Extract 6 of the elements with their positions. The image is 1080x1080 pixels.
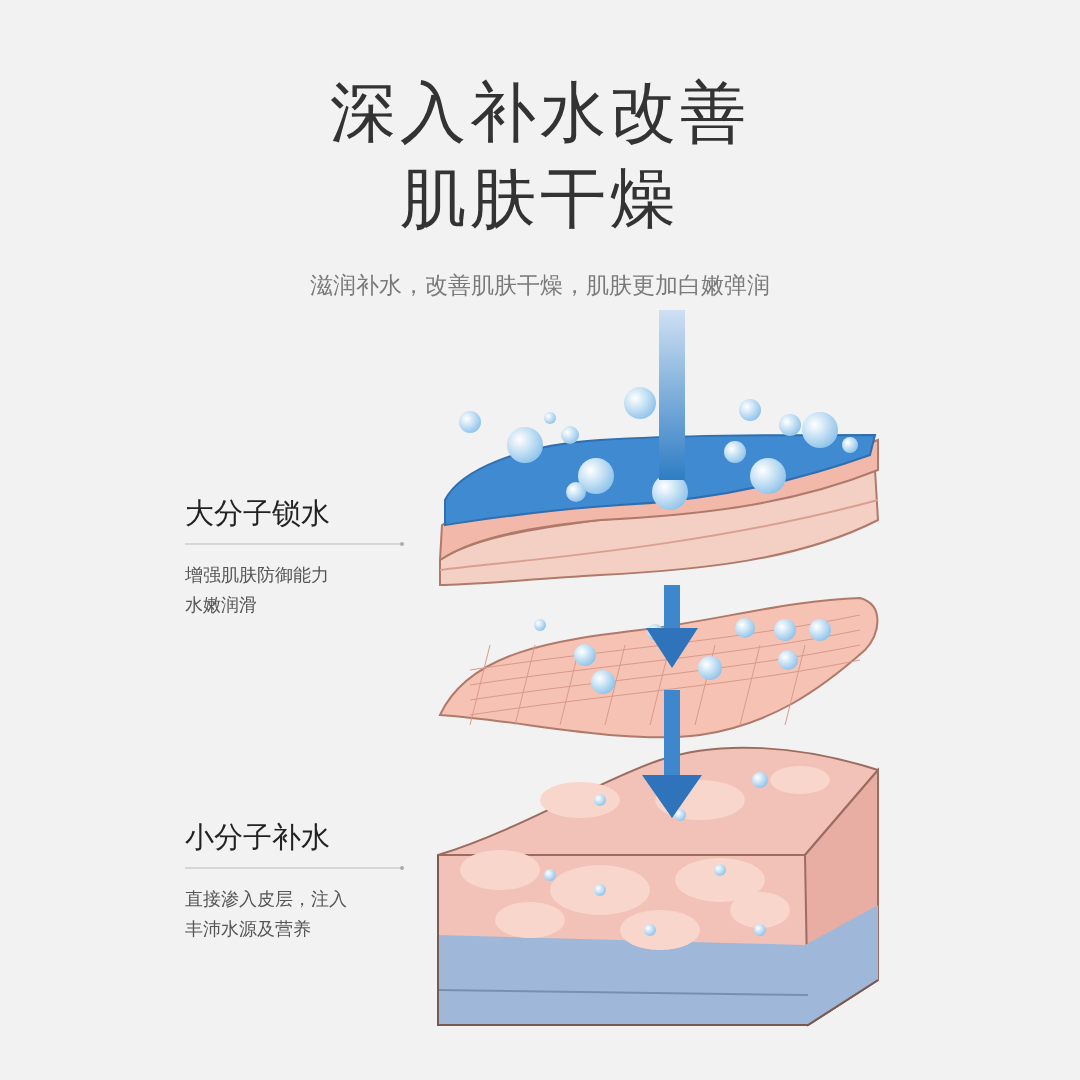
title: 深入补水改善肌肤干燥 bbox=[330, 73, 750, 239]
subtitle: 滋润补水，改善肌肤干燥，肌肤更加白嫩弹润 bbox=[309, 271, 771, 300]
section-heading: 小分子补水 bbox=[185, 819, 330, 856]
section-heading: 大分子锁水 bbox=[185, 495, 330, 532]
section-description: 增强肌肤防御能力水嫩润滑 bbox=[185, 563, 330, 617]
section-description: 直接渗入皮层，注入丰沛水源及营养 bbox=[185, 887, 348, 941]
